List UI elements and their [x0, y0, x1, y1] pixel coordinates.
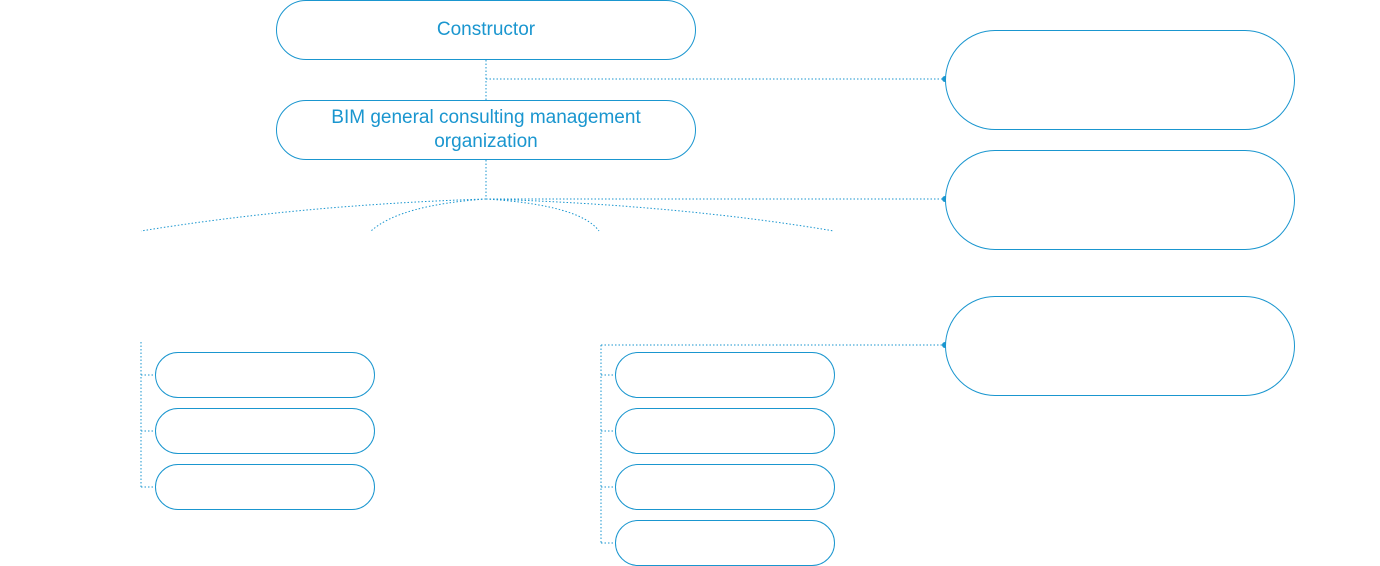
- bim-organization-label: BIM general consulting management organi…: [331, 107, 641, 152]
- right-group-box-4: [615, 520, 835, 566]
- branch-arc-inner-right: [485, 198, 600, 232]
- right-group-box-1: [615, 352, 835, 398]
- branch-arc-outer-right: [485, 198, 835, 232]
- side-box-1: [945, 30, 1295, 130]
- left-group-box-2: [155, 408, 375, 454]
- bim-organization-node: BIM general consulting management organi…: [276, 100, 696, 160]
- left-group-box-3: [155, 464, 375, 510]
- side-box-2: [945, 150, 1295, 250]
- left-group-box-1: [155, 352, 375, 398]
- right-group-box-3: [615, 464, 835, 510]
- right-group-box-2: [615, 408, 835, 454]
- constructor-node: Constructor: [276, 0, 696, 60]
- constructor-label: Constructor: [436, 19, 536, 40]
- branch-arc-inner-left: [370, 198, 487, 232]
- branch-arc-outer-left: [140, 198, 487, 232]
- side-box-3: [945, 296, 1295, 396]
